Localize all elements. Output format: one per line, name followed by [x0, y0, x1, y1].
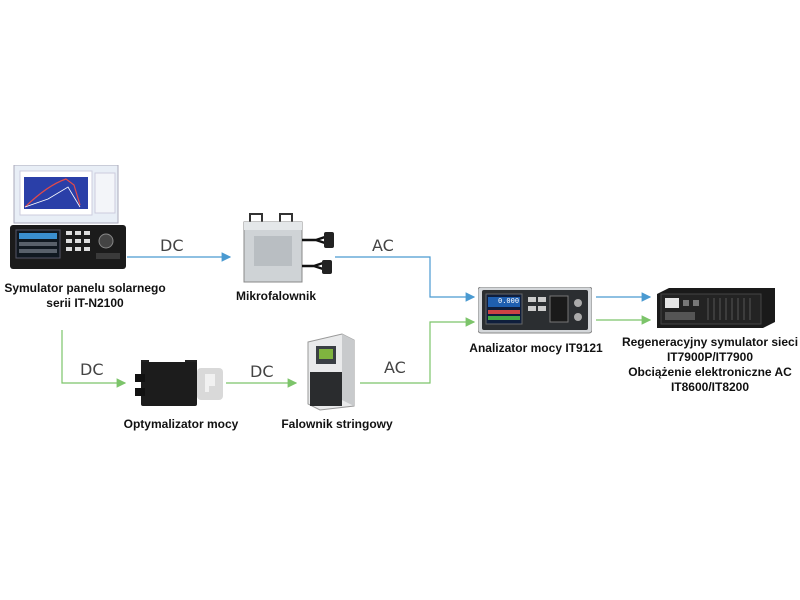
grid-simulator-label: Regeneracyjny symulator sieci IT7900P/IT…	[612, 335, 800, 395]
ac-line-micro-to-analyzer	[335, 256, 476, 302]
power-analyzer-label: Analizator mocy IT9121	[469, 341, 603, 355]
microinverter-label: Mikrofalownik	[235, 289, 316, 303]
grid-simulator-label-line3: Obciążenie elektroniczne AC	[628, 365, 792, 379]
string-inverter-label: Falownik stringowy	[281, 417, 393, 431]
string-inverter-device	[307, 333, 355, 411]
flow-label-dc-left: DC	[80, 360, 104, 379]
analyzer-display-value: 0.000	[498, 297, 520, 305]
grid-simulator-label-line4: IT8600/IT8200	[670, 380, 750, 394]
grid-simulator-label-line1: Regeneracyjny symulator sieci	[621, 335, 799, 349]
grid-simulator-device	[657, 288, 775, 328]
flow-label-ac-bottom: AC	[384, 358, 406, 377]
flow-label-dc-top: DC	[160, 236, 184, 255]
solar-simulator-label: Symulator panelu solarnego serii IT-N210…	[2, 281, 168, 311]
microinverter-device	[243, 213, 334, 283]
flow-label-dc-mid: DC	[250, 362, 274, 381]
solar-simulator-label-line2: serii IT-N2100	[46, 296, 124, 310]
power-analyzer-device	[478, 287, 592, 334]
power-optimizer-device	[135, 360, 223, 406]
dc-line-sim-to-optimizer	[61, 330, 127, 388]
ac-line-string-to-analyzer	[360, 317, 476, 384]
solar-simulator-device	[10, 165, 126, 269]
optimizer-label: Optymalizator mocy	[123, 417, 239, 431]
solar-simulator-label-line1: Symulator panelu solarnego	[4, 281, 166, 295]
grid-simulator-label-line2: IT7900P/IT7900	[666, 350, 754, 364]
flow-label-ac-top: AC	[372, 236, 394, 255]
